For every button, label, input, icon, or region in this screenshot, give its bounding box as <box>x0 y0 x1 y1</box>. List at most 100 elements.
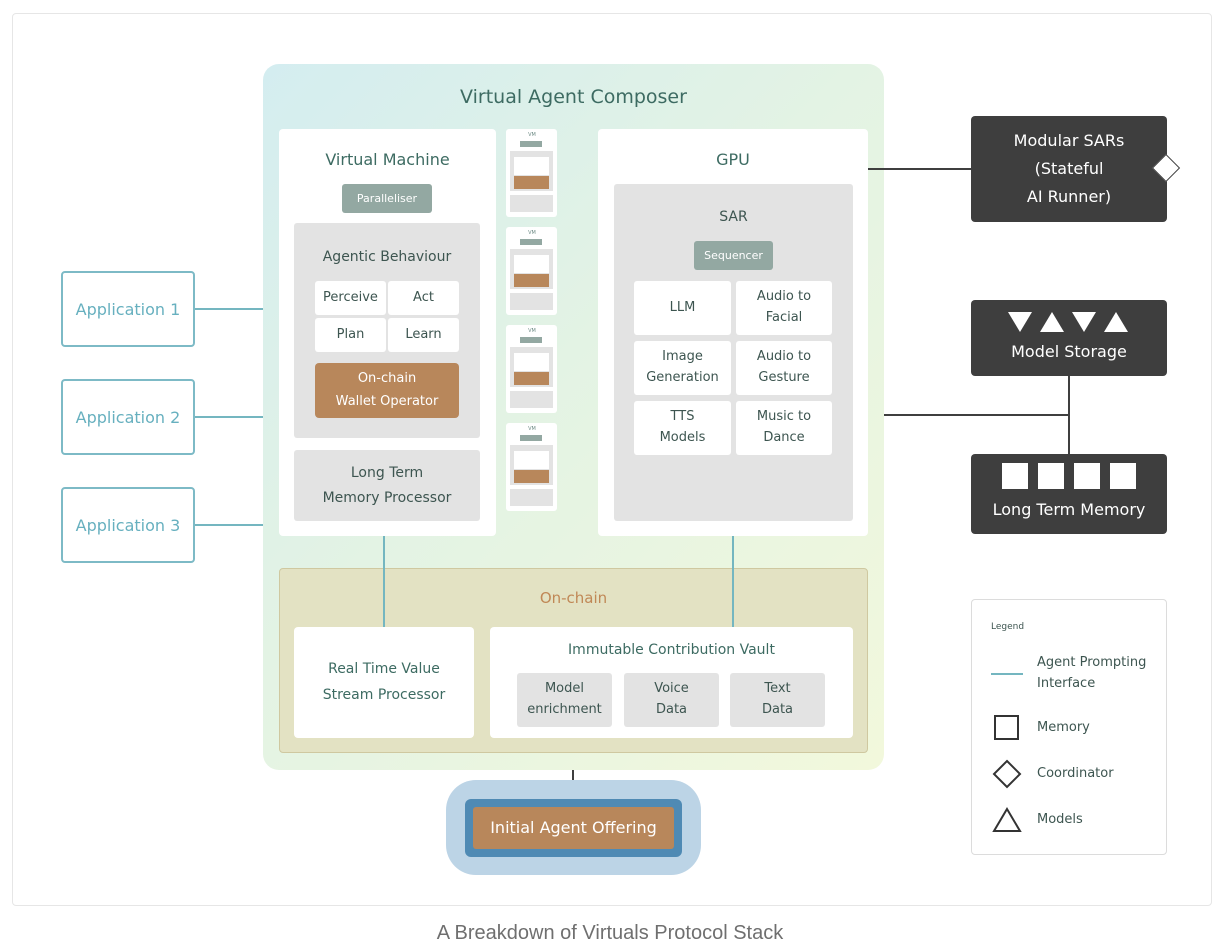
composer-storage-connector <box>884 414 1070 416</box>
tts-models-line1: TTS <box>670 409 695 425</box>
composer-title: Virtual Agent Composer <box>460 86 687 108</box>
application-3-box: Application 3 <box>61 487 195 563</box>
vm-mini-3-tag <box>520 337 542 343</box>
tts-models-cell: TTS Models <box>634 401 731 455</box>
learn-cell: Learn <box>388 318 459 352</box>
image-generation-line1: Image <box>662 349 703 365</box>
gpu-modular-sars-connector <box>868 168 972 170</box>
modular-sars-box: Modular SARs (Stateful AI Runner) <box>971 116 1167 222</box>
music-to-dance-line2: Dance <box>763 430 805 445</box>
vm-mini-1-tag <box>520 141 542 147</box>
vm-mini-2-tag <box>520 239 542 245</box>
music-to-dance-line1: Music to <box>756 409 812 425</box>
legend-item-models: Models <box>1037 812 1083 827</box>
vm-mini-3-memory <box>510 391 553 408</box>
audio-to-facial-line1: Audio to <box>756 289 812 305</box>
audio-to-gesture-line2: Gesture <box>758 370 810 385</box>
music-to-dance-cell: Music to Dance <box>736 401 832 455</box>
vm-mini-3-label: VM <box>528 328 536 334</box>
audio-to-facial-cell: Audio to Facial <box>736 281 832 335</box>
model-enrichment-cell: Model enrichment <box>517 673 612 727</box>
tts-models-line2: Models <box>659 430 706 445</box>
triangle-icon <box>992 807 1022 832</box>
sequencer-tag: Sequencer <box>694 241 773 270</box>
gpu-title: GPU <box>716 150 750 169</box>
onchain-title: On-chain <box>539 589 608 607</box>
wallet-operator-line1: On-chain <box>357 371 417 387</box>
perceive-cell: Perceive <box>315 281 386 315</box>
legend-item-memory: Memory <box>1037 720 1090 735</box>
voice-data-line2: Data <box>655 702 688 717</box>
vm-mini-2: VM <box>506 227 557 315</box>
wallet-operator-line2: Wallet Operator <box>335 393 439 409</box>
text-data-cell: Text Data <box>730 673 825 727</box>
virtual-machine-title: Virtual Machine <box>325 150 450 169</box>
vm-mini-1: VM <box>506 129 557 217</box>
app2-connector <box>195 416 265 418</box>
vm-mini-2-cells <box>514 255 549 273</box>
modular-sars-line2: (Stateful <box>1034 159 1104 178</box>
figure-caption: A Breakdown of Virtuals Protocol Stack <box>436 922 784 944</box>
vm-mini-4-memory <box>510 489 553 506</box>
application-1-label: Application 1 <box>75 299 181 319</box>
vm-onchain-connector <box>383 536 385 627</box>
vm-mini-4-tag <box>520 435 542 441</box>
legend-item-agent-prompting: Agent Prompting Interface <box>1037 653 1146 695</box>
sar-title: SAR <box>719 209 748 225</box>
vm-mini-2-label: VM <box>528 230 536 236</box>
vm-mini-1-label: VM <box>528 132 536 138</box>
ltm-processor-line1: Long Term <box>350 465 424 481</box>
image-generation-line2: Generation <box>646 370 719 385</box>
real-time-value-stream-processor: Real Time Value Stream Processor <box>294 627 474 738</box>
app3-connector <box>195 524 265 526</box>
legend-panel <box>971 599 1167 855</box>
ltm-processor-line2: Memory Processor <box>322 489 452 506</box>
audio-to-gesture-cell: Audio to Gesture <box>736 341 832 395</box>
vm-mini-3-wallet <box>514 372 549 385</box>
application-2-label: Application 2 <box>75 407 181 427</box>
initial-agent-offering-box: Initial Agent Offering <box>473 807 674 849</box>
app1-connector <box>195 308 265 310</box>
memory-squares-icon <box>1002 463 1136 489</box>
vm-mini-4: VM <box>506 423 557 511</box>
application-1-box: Application 1 <box>61 271 195 347</box>
vm-mini-2-wallet <box>514 274 549 287</box>
application-3-label: Application 3 <box>75 515 181 535</box>
model-storage-box <box>971 300 1167 376</box>
model-storage-label: Model Storage <box>1011 342 1127 361</box>
storage-memory-connector <box>1068 376 1070 454</box>
long-term-memory-processor: Long Term Memory Processor <box>294 450 480 521</box>
plan-cell: Plan <box>315 318 386 352</box>
voice-data-cell: Voice Data <box>624 673 719 727</box>
legend-item-coordinator: Coordinator <box>1037 766 1114 781</box>
gpu-vault-connector <box>732 536 734 627</box>
application-2-box: Application 2 <box>61 379 195 455</box>
vm-mini-2-memory <box>510 293 553 310</box>
diamond-icon <box>992 759 1022 789</box>
model-enrichment-line1: Model <box>544 681 585 697</box>
audio-to-gesture-line1: Audio to <box>756 349 812 365</box>
llm-cell-line1: LLM <box>669 299 696 315</box>
vm-mini-4-cells <box>514 451 549 469</box>
square-icon <box>994 715 1019 740</box>
vm-mini-3-cells <box>514 353 549 371</box>
vm-mini-3: VM <box>506 325 557 413</box>
act-cell: Act <box>388 281 459 315</box>
vm-mini-1-memory <box>510 195 553 212</box>
paralleliser-tag: Paralleliser <box>342 184 432 213</box>
text-data-line1: Text <box>764 681 791 697</box>
legend-agent-prompting-line1: Agent Prompting <box>1037 655 1147 670</box>
image-generation-cell: Image Generation <box>634 341 731 395</box>
model-enrichment-line2: enrichment <box>527 702 602 717</box>
vm-mini-1-cells <box>514 157 549 175</box>
long-term-memory-label: Long Term Memory <box>992 500 1146 519</box>
vm-mini-1-wallet <box>514 176 549 189</box>
text-data-line2: Data <box>761 702 794 717</box>
vm-mini-4-label: VM <box>528 426 536 432</box>
llm-cell: LLM <box>634 281 731 335</box>
legend-agent-prompting-line2: Interface <box>1037 675 1096 691</box>
agentic-behaviour-title: Agentic Behaviour <box>322 249 452 265</box>
modular-sars-line1: Modular SARs <box>1013 131 1125 150</box>
audio-to-facial-line2: Facial <box>765 310 803 325</box>
vm-mini-4-wallet <box>514 470 549 483</box>
